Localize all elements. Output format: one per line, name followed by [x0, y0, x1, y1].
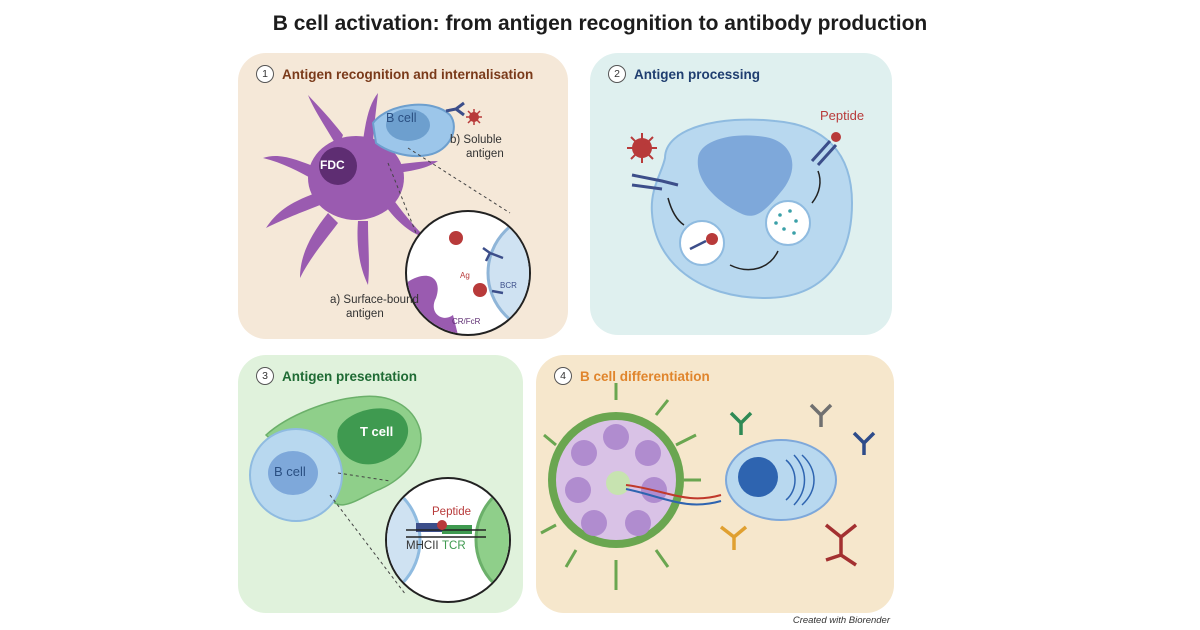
antibody-igm-pentamer-icon [824, 523, 858, 567]
fdc-nucleus [319, 147, 357, 185]
antigen-recognition-illustration [263, 93, 531, 336]
label-bcr: BCR [500, 281, 517, 290]
label-bcell: B cell [274, 464, 306, 479]
panel-2-header: 2 Antigen processing [608, 65, 760, 83]
antibody-ige-icon [852, 431, 876, 455]
peptide-dot [437, 520, 447, 530]
label-ag: Ag [460, 271, 470, 280]
label-surface-bound: a) Surface-bound [330, 294, 419, 306]
bcell-nucleus [268, 451, 318, 495]
lymph-node-follicles [565, 424, 667, 536]
mhcii-bar [416, 523, 442, 532]
label-crfcr: CR/FcR [452, 317, 481, 326]
fdc-cell [263, 93, 438, 285]
panel-4-header: 4 B cell differentiation [554, 367, 710, 385]
panel-1-header: 1 Antigen recognition and internalisatio… [256, 65, 533, 83]
step-number-2: 2 [608, 65, 626, 83]
bcr-outside [631, 173, 679, 191]
label-peptide: Peptide [820, 108, 865, 123]
antibody-iga-icon [719, 525, 748, 550]
label-surface-antigen: antigen [346, 308, 384, 320]
label-tcell: T cell [360, 424, 394, 439]
antigen-presentation-illustration [249, 395, 511, 603]
antibody-igg-icon [809, 403, 833, 427]
antibody-igm-icon [729, 411, 753, 435]
figure-title: B cell activation: from antigen recognit… [272, 12, 928, 35]
virus-antigen-outside [627, 133, 657, 163]
label-soluble-antigen: antigen [466, 148, 504, 160]
bcell-nucleus [386, 109, 430, 141]
processing-nucleus [697, 135, 793, 216]
processing-arrows [667, 170, 821, 271]
plasma-cell-nucleus [738, 457, 778, 497]
panel-3-heading: Antigen presentation [282, 368, 418, 384]
label-mhcii: MHCII [406, 540, 439, 552]
step-number-3: 3 [256, 367, 274, 385]
panel-antigen-processing: 2 Antigen processing [590, 53, 892, 335]
step-number-4: 4 [554, 367, 572, 385]
credit-text: Created with Biorender [792, 615, 890, 626]
panel-bcell-differentiation: 4 B cell differentiation [536, 355, 894, 613]
label-fdc: FDC [320, 158, 345, 172]
soluble-bcr-icon [445, 101, 465, 117]
panel-1-heading: Antigen recognition and internalisation [282, 66, 534, 82]
endosome-2 [765, 200, 811, 246]
panel-3-header: 3 Antigen presentation [256, 367, 417, 385]
label-soluble: b) Soluble [450, 134, 502, 146]
label-tcr: TCR [442, 540, 466, 552]
panel-2-heading: Antigen processing [634, 66, 761, 82]
zoom-circle [385, 477, 511, 603]
peptide-dot [831, 132, 841, 142]
step-number-1: 1 [256, 65, 274, 83]
lymph-node-vessels [540, 383, 701, 590]
soluble-antigen-icon [466, 109, 482, 125]
panel-4-heading: B cell differentiation [580, 368, 710, 384]
label-peptide: Peptide [432, 506, 472, 518]
zoom-lines [387, 147, 511, 234]
panel-antigen-recognition: 1 Antigen recognition and internalisatio… [238, 53, 568, 339]
bcell-differentiation-illustration [540, 383, 876, 590]
label-bcell: B cell [386, 111, 417, 125]
mhcii-peptide-icon [810, 139, 838, 167]
panel-antigen-presentation: 3 Antigen presentation T cell B cell Pep… [238, 355, 523, 613]
tcell-nucleus [337, 408, 409, 465]
antigen-processing-illustration [627, 118, 854, 300]
